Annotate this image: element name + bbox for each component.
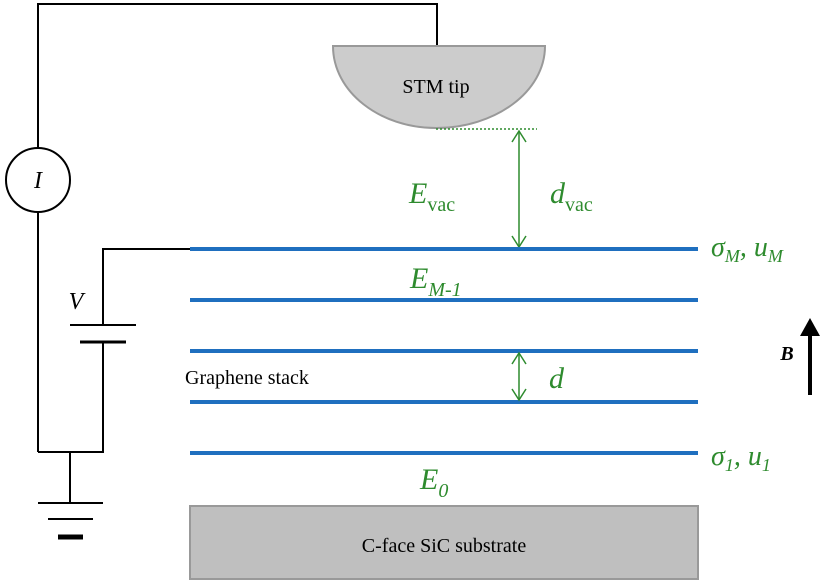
layer-energy-bottom-label: E0 (419, 463, 448, 502)
bottom-layer-charge-label: σ1, u1 (711, 441, 771, 475)
ammeter-circle (5, 147, 71, 213)
substrate: C-face SiC substrate (189, 505, 699, 580)
vacuum-energy-label: Evac (408, 177, 455, 216)
graphene-layers (190, 247, 698, 455)
magnetic-field-arrow-icon (800, 318, 820, 395)
ground-bus-wire (38, 342, 104, 453)
stm-tip: STM tip (331, 45, 547, 130)
vacuum-distance-label: dvac (550, 177, 593, 216)
circuit-wires (37, 3, 438, 503)
battery-symbol: V (69, 289, 86, 315)
ammeter-symbol: I (33, 168, 43, 194)
battery: V (69, 289, 136, 344)
battery-top-wire (102, 248, 190, 325)
interlayer-distance-label: d (549, 362, 565, 395)
magnetic-field-label: B (779, 343, 793, 365)
interlayer-spacing-arrow (511, 351, 527, 402)
ammeter: I (5, 147, 71, 213)
graphene-stack-label: Graphene stack (185, 367, 309, 389)
tip-wire (37, 3, 438, 148)
substrate-label: C-face SiC substrate (362, 535, 527, 557)
top-layer-charge-label: σM, uM (711, 232, 784, 266)
stm-tip-shape (331, 45, 547, 130)
vacuum-gap-arrow (511, 129, 527, 249)
ground-icon (38, 502, 103, 540)
stm-tip-label: STM tip (402, 76, 469, 98)
layer-energy-top-label: EM-1 (409, 262, 462, 301)
substrate-block (189, 505, 699, 580)
